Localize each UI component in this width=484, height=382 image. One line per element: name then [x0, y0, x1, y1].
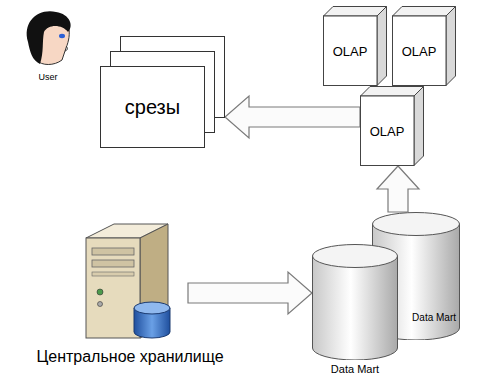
- cube-front: [393, 16, 447, 86]
- cube-face-text: OLAP: [360, 96, 414, 166]
- cube-label: OLAP: [333, 44, 368, 59]
- server-tower: [72, 220, 188, 342]
- olap-cube: OLAP: [392, 6, 456, 86]
- cube-top: [361, 87, 424, 97]
- page-label: срезы: [125, 96, 180, 119]
- cylinder-outline: [312, 244, 398, 360]
- cube-side: [377, 7, 387, 86]
- cube-label: OLAP: [370, 124, 405, 139]
- cube-face-text: OLAP: [323, 16, 377, 86]
- user-label-box: User: [18, 72, 78, 82]
- cube-front: [324, 16, 378, 86]
- server-icon: Центральное хранилище: [72, 220, 188, 342]
- cube-side: [446, 7, 456, 86]
- cube-front: [361, 96, 415, 166]
- cube-side: [414, 87, 424, 166]
- olap-cube: OLAP: [360, 86, 424, 166]
- data-mart-cylinder: Data Mart: [312, 244, 398, 360]
- storage-label: Центральное хранилище: [36, 348, 223, 366]
- data-mart-label: Data Mart: [412, 312, 456, 323]
- user-head: [18, 8, 78, 70]
- data-mart-label: Data Mart: [331, 363, 379, 375]
- block-arrow: [188, 272, 312, 314]
- report-page: срезы: [100, 36, 225, 148]
- server-label-box: Центральное хранилище: [36, 348, 223, 366]
- user-icon: User: [18, 8, 78, 70]
- olap-cube: OLAP: [323, 6, 387, 86]
- front-page: срезы: [100, 66, 205, 148]
- cube-top: [324, 7, 387, 17]
- cube-top: [393, 7, 456, 17]
- user-label: User: [38, 72, 57, 82]
- block-arrow: [377, 166, 419, 212]
- cube-face-text: OLAP: [392, 16, 446, 86]
- cylinder-label-box: Data Mart: [312, 363, 398, 375]
- cube-label: OLAP: [402, 44, 437, 59]
- block-arrow: [225, 96, 360, 138]
- cylinder-label-box: Data Mart: [412, 312, 456, 323]
